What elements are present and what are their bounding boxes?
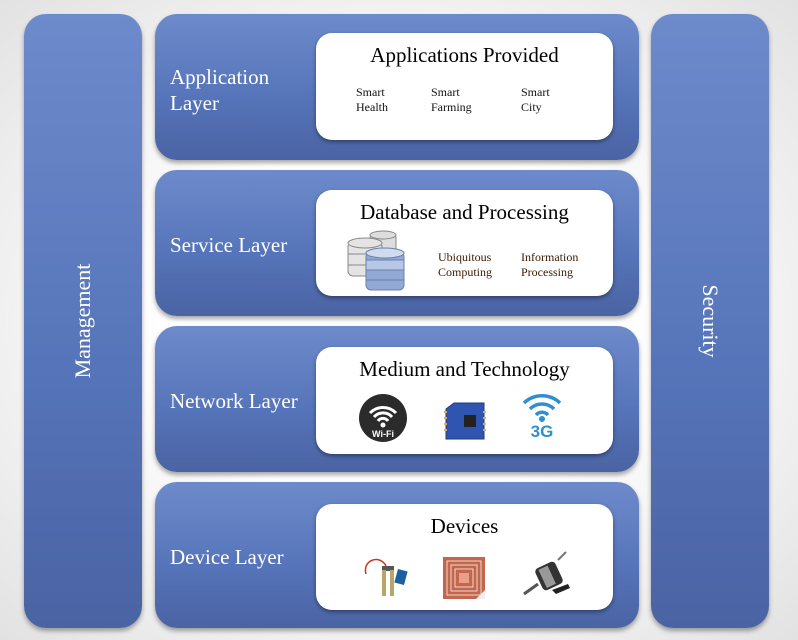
svg-text:3G: 3G [531,422,554,439]
network-layer: Network Layer Medium and Technology Wi-F… [155,326,639,472]
zigbee-module-icon [444,402,486,440]
applications-card: Applications Provided Smart Health Smart… [316,33,613,140]
svg-text:Wi-Fi: Wi-Fi [372,429,394,439]
layer-name: Device Layer [170,545,284,569]
medium-card: Medium and Technology Wi-Fi 3G [316,347,613,454]
security-label: Security [698,284,723,358]
card-title: Database and Processing [360,200,569,224]
item-information-processing: Information Processing [521,250,579,279]
rfid-tag-icon [443,557,485,599]
wifi-icon: Wi-Fi [359,394,407,442]
solenoid-actuator-icon [523,551,570,596]
security-column: Security [651,14,769,628]
application-layer: Application Layer Applications Provided … [155,14,639,160]
database-icon [347,230,405,291]
card-title: Devices [430,514,499,538]
item-ubiquitous-computing: Ubiquitous Computing [438,250,493,279]
soil-sensor-icon [364,558,408,596]
devices-card: Devices [316,504,613,610]
item-smart-farming: Smart Farming [431,85,472,114]
management-column: Management [24,14,142,628]
layer-name: Network Layer [170,389,298,413]
device-layer: Device Layer Devices [155,482,639,628]
3g-icon: 3G [522,394,562,439]
database-card: Database and Processing Ubiquitous Compu… [316,190,613,296]
layer-name: Service Layer [170,233,288,257]
service-layer: Service Layer Database and Processing Ub… [155,170,639,316]
item-smart-city: Smart City [521,85,550,114]
card-title: Medium and Technology [359,357,570,381]
item-smart-health: Smart Health [356,85,388,114]
layer-name: Application Layer [170,65,270,115]
card-title: Applications Provided [370,43,559,67]
management-label: Management [70,263,95,379]
